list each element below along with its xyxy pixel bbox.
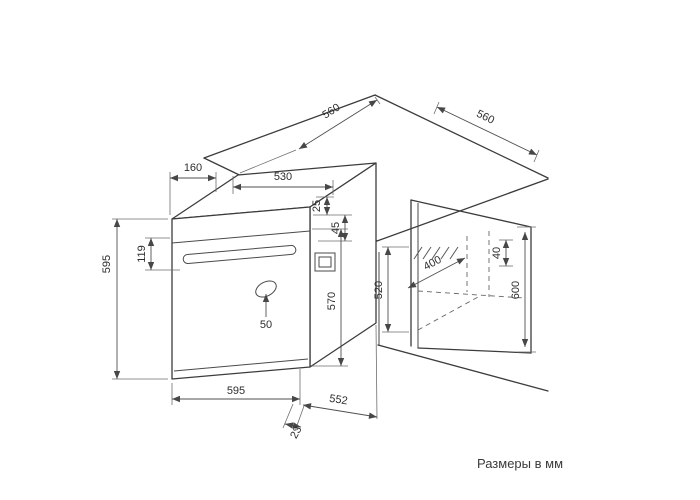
dim-label-handle-clearance: 50 (260, 319, 272, 331)
oven-handle (182, 244, 297, 298)
hidden-edges (417, 231, 525, 331)
handle-knob (255, 280, 277, 298)
dim-label-oven-depth: 552 (328, 393, 348, 408)
oven-display (314, 252, 336, 272)
dim-label-countertop-depth: 560 (474, 108, 496, 127)
dim-label-top-gap: 25 (311, 200, 323, 212)
dim-label-top-offset: 160 (184, 162, 202, 174)
dim-label-oven-width: 595 (227, 385, 245, 397)
handle-bar (182, 244, 297, 264)
dim-label-niche-depth: 560 (320, 102, 342, 122)
oven-body (171, 162, 377, 380)
dim-label-rear-gap: 40 (491, 247, 503, 259)
control-panel-line (171, 230, 311, 244)
dim-label-oven-height: 595 (101, 255, 113, 273)
dim-label-facade-height: 520 (373, 281, 385, 299)
dim-label-panel-height: 45 (330, 222, 342, 234)
door-bottom-line (173, 358, 309, 372)
vent-hatching (413, 246, 459, 260)
dim-label-handle-offset: 119 (136, 245, 148, 263)
dim-label-top-width: 530 (274, 171, 292, 183)
dim-label-niche-height: 600 (510, 281, 522, 299)
oven-front-face (171, 206, 311, 380)
dim-label-door-thickness: 23 (288, 424, 304, 440)
units-note: Размеры в мм (477, 456, 563, 471)
dim-label-door-height: 570 (326, 292, 338, 310)
dimension-lines (113, 99, 538, 429)
cabinet-niche-outline (377, 199, 549, 392)
